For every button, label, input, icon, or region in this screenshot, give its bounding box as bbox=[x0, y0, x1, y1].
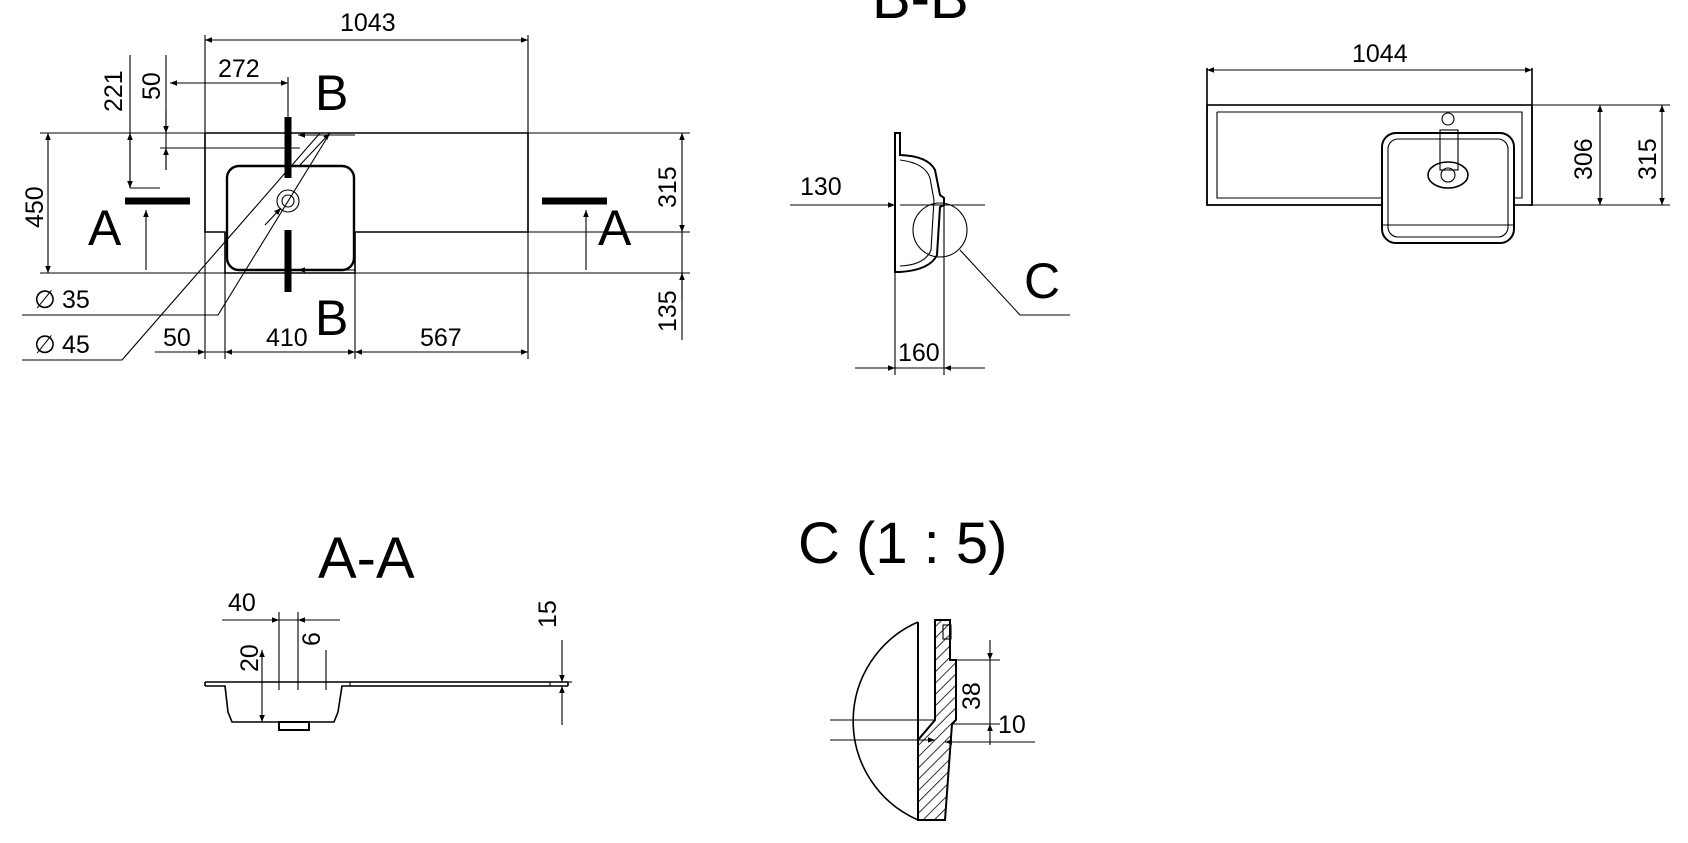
dim-plan-221: 221 bbox=[100, 70, 128, 112]
dim-bb-160: 160 bbox=[898, 339, 940, 367]
dim-bb-130: 130 bbox=[800, 173, 842, 201]
dim-aa-15: 15 bbox=[534, 600, 562, 628]
dia-symbol-35: ∅ bbox=[34, 286, 56, 314]
plan-view: 1043 272 221 50 450 315 135 50 bbox=[21, 9, 690, 361]
section-b-bottom: B bbox=[315, 290, 348, 346]
dim-dia-35: 35 bbox=[62, 286, 90, 314]
detail-c-marker: C bbox=[1024, 253, 1060, 309]
dim-aa-40: 40 bbox=[228, 589, 256, 617]
dim-aa-20: 20 bbox=[236, 644, 264, 672]
dia-symbol-45: ∅ bbox=[34, 331, 56, 359]
dim-c-10: 10 bbox=[998, 711, 1026, 739]
section-b-top: B bbox=[315, 65, 348, 121]
dim-top-306: 306 bbox=[1570, 138, 1598, 180]
section-a-right: A bbox=[598, 200, 632, 256]
dim-plan-width: 1043 bbox=[340, 9, 396, 37]
dim-plan-450: 450 bbox=[21, 186, 49, 228]
dim-plan-410: 410 bbox=[266, 324, 308, 352]
dim-plan-272: 272 bbox=[218, 55, 260, 83]
section-bb-title: B-B bbox=[872, 0, 969, 31]
section-a-left: A bbox=[88, 200, 122, 256]
section-aa-view: A-A 40 6 20 15 bbox=[204, 526, 572, 731]
section-bb-view: B-B C 130 160 bbox=[790, 0, 1070, 375]
dim-top-315: 315 bbox=[1634, 138, 1662, 180]
dim-top-1044: 1044 bbox=[1352, 40, 1408, 68]
dim-plan-50-bottom: 50 bbox=[163, 324, 191, 352]
dim-c-38: 38 bbox=[958, 682, 986, 710]
dim-plan-50-vert: 50 bbox=[138, 72, 166, 100]
dim-plan-135: 135 bbox=[654, 290, 682, 332]
top-view: 1044 306 315 bbox=[1206, 40, 1670, 244]
dim-plan-315: 315 bbox=[654, 166, 682, 208]
dim-dia-45: 45 bbox=[62, 331, 90, 359]
detail-c-view: C (1 : 5) 38 10 bbox=[798, 511, 1035, 821]
dim-aa-6: 6 bbox=[298, 632, 326, 646]
dim-plan-567: 567 bbox=[420, 324, 462, 352]
section-aa-title: A-A bbox=[318, 526, 415, 591]
detail-c-title: C (1 : 5) bbox=[798, 511, 1008, 576]
